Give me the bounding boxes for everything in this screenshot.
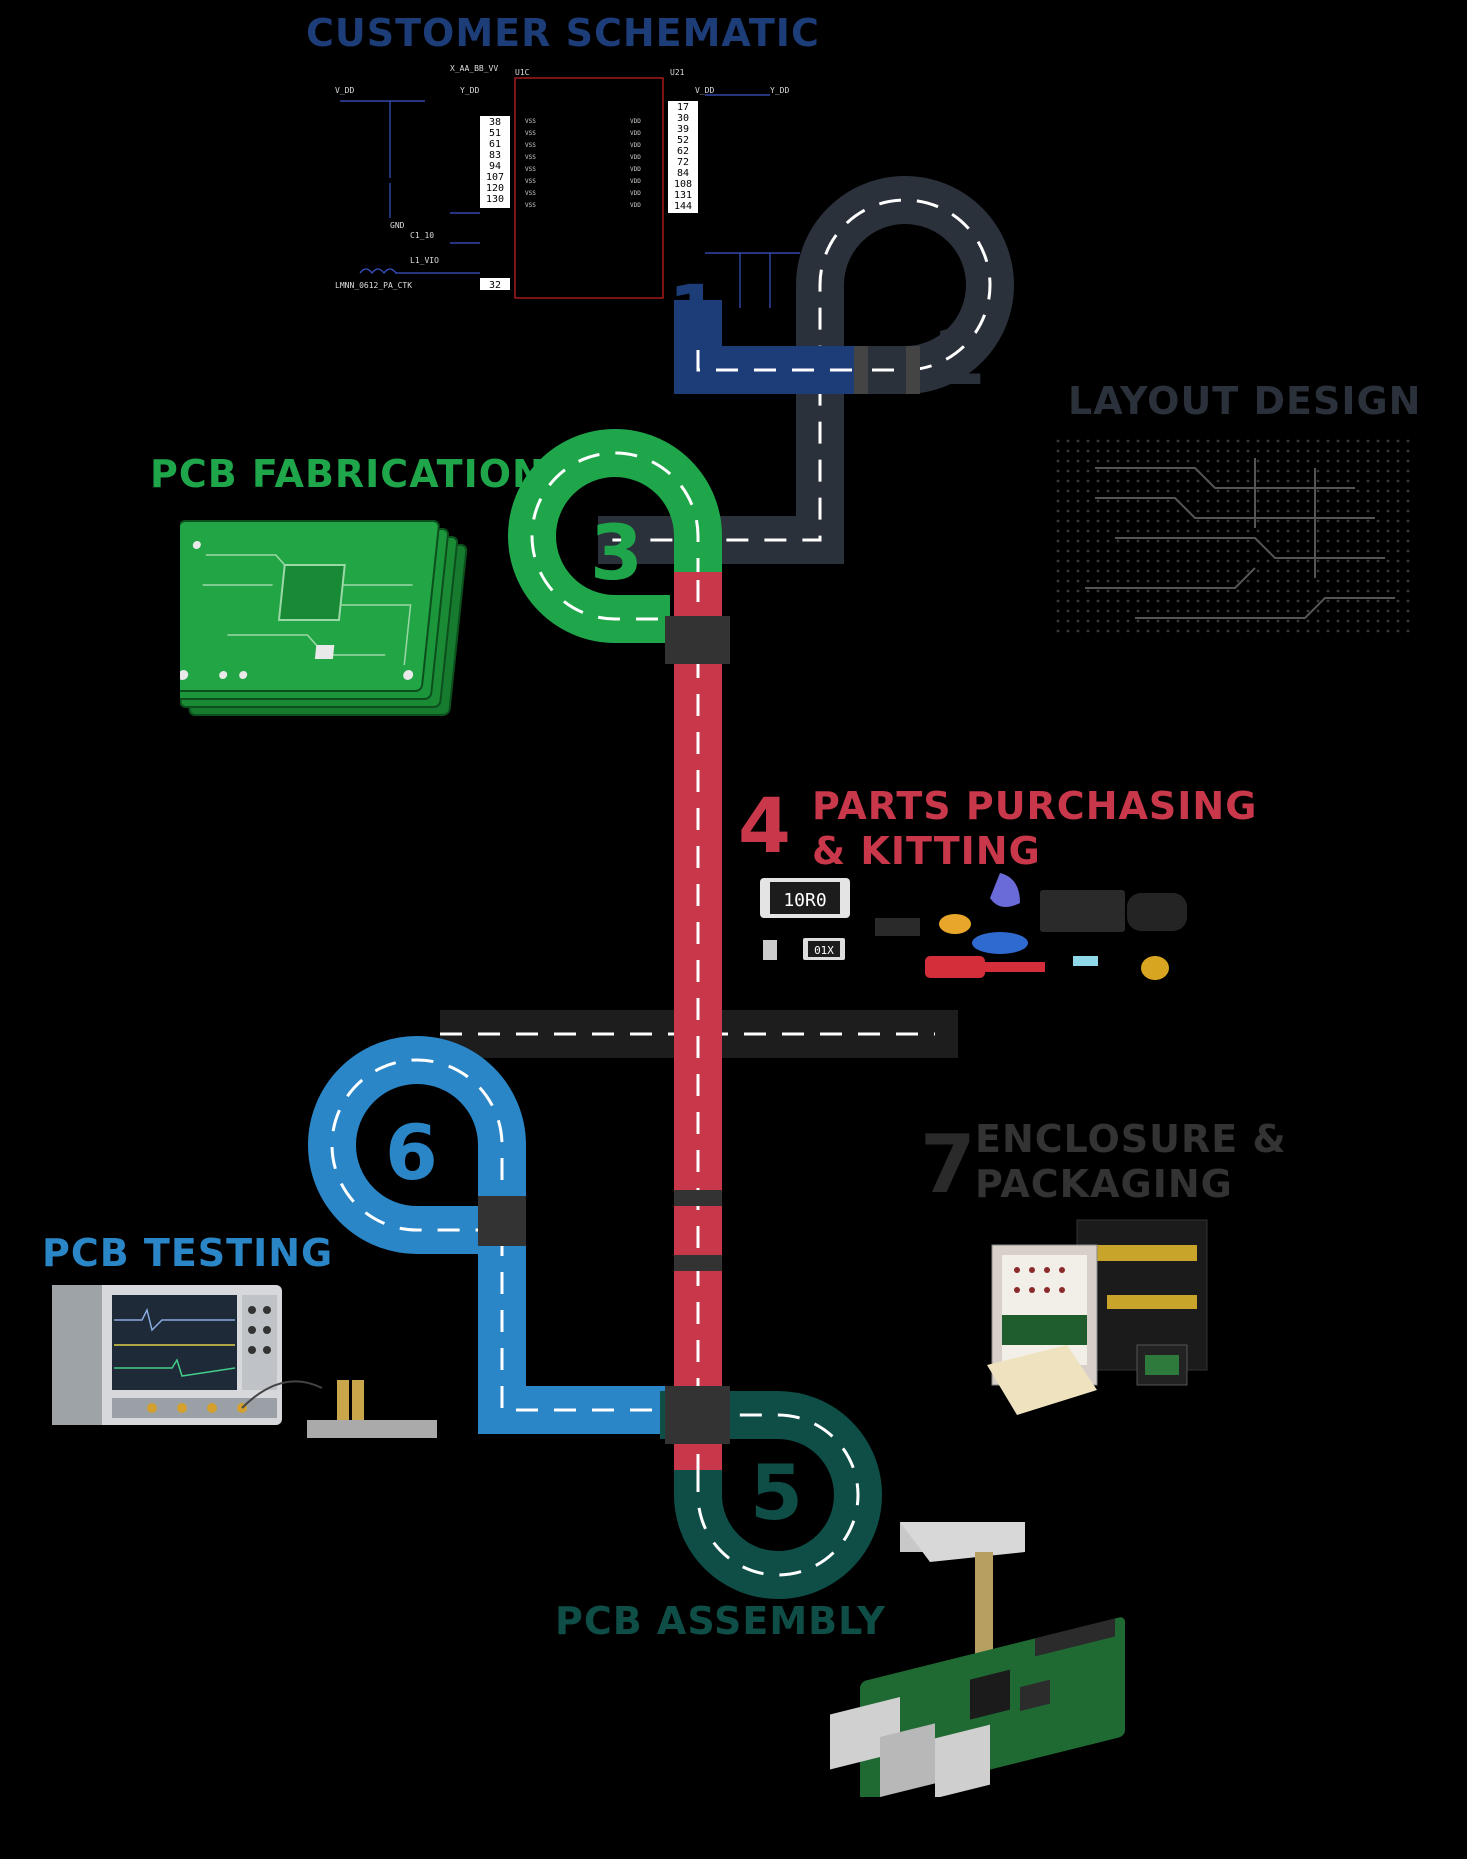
road-step1-dashes [696, 312, 860, 372]
schematic-pin: 17 [677, 102, 689, 113]
step3-title: PCB FABRICATION [150, 452, 545, 496]
svg-text:VSS: VSS [525, 166, 536, 173]
svg-text:VDD: VDD [630, 118, 641, 125]
step4-title-line1: PARTS PURCHASING [812, 784, 1258, 828]
schematic-pin: 61 [489, 139, 501, 150]
schematic-pin: 52 [677, 135, 689, 146]
svg-text:U1C: U1C [515, 68, 530, 77]
small-resistor-label: 01X [814, 944, 834, 957]
step2-title: LAYOUT DESIGN [1068, 379, 1422, 423]
svg-text:VDD: VDD [630, 142, 641, 149]
step7-title-line1: ENCLOSURE & [975, 1117, 1287, 1161]
svg-text:V_DD: V_DD [695, 86, 714, 95]
schematic-pin: 94 [489, 161, 501, 172]
step6-number: 6 [385, 1108, 438, 1197]
road-step6-dashes [330, 1058, 690, 1412]
schematic-pin: 108 [674, 179, 692, 190]
svg-text:VDD: VDD [630, 154, 641, 161]
assembled-board-image [830, 1522, 1125, 1797]
svg-text:VDD: VDD [630, 190, 641, 197]
schematic-pin: 51 [489, 128, 501, 139]
step5-number: 5 [750, 1448, 803, 1537]
svg-text:VSS: VSS [525, 142, 536, 149]
svg-text:X_AA_BB_VV: X_AA_BB_VV [450, 64, 498, 73]
step1-number: 1 [668, 268, 721, 357]
step6-title: PCB TESTING [42, 1231, 334, 1275]
schematic-pin: 107 [486, 172, 504, 183]
schematic-pin: 39 [677, 124, 689, 135]
step2-number: 2 [934, 313, 987, 402]
step7-number: 7 [920, 1118, 976, 1211]
step4-number: 4 [738, 781, 791, 870]
step5-title: PCB ASSEMBLY [555, 1599, 886, 1643]
oscilloscope-image [52, 1285, 437, 1438]
step7-title-line2: PACKAGING [975, 1162, 1233, 1206]
schematic-pin: 72 [677, 157, 689, 168]
svg-text:VDD: VDD [630, 178, 641, 185]
schematic-image: V_DD Y_DD V_DD Y_DD X_AA_BB_VV U1C U21 G… [335, 64, 800, 308]
schematic-pin: 62 [677, 146, 689, 157]
schematic-pin: 38 [489, 117, 501, 128]
svg-text:VDD: VDD [630, 130, 641, 137]
schematic-pin: 30 [677, 113, 689, 124]
step1-title: CUSTOMER SCHEMATIC [306, 11, 820, 55]
svg-text:VSS: VSS [525, 130, 536, 137]
step3-number: 3 [590, 508, 643, 597]
svg-text:VDD: VDD [630, 166, 641, 173]
svg-text:C1_10: C1_10 [410, 231, 434, 240]
svg-text:VDD: VDD [630, 202, 641, 209]
schematic-pin: 83 [489, 150, 501, 161]
components-image: 10R0 01X [760, 873, 1187, 980]
resistor-label: 10R0 [783, 890, 826, 911]
svg-text:Y_DD: Y_DD [460, 86, 479, 95]
svg-text:U21: U21 [670, 68, 685, 77]
pcb-layout-image [1055, 438, 1410, 638]
schematic-pin: 120 [486, 183, 504, 194]
svg-text:Y_DD: Y_DD [770, 86, 789, 95]
svg-text:VSS: VSS [525, 190, 536, 197]
pcb-boards-image [180, 520, 468, 716]
schematic-pin: 84 [677, 168, 689, 179]
schematic-pin: 130 [486, 194, 504, 205]
road-step3-dashes [530, 451, 700, 621]
svg-text:GND: GND [390, 221, 405, 230]
svg-text:LMNN_0612_PA_CTK: LMNN_0612_PA_CTK [335, 281, 412, 290]
schematic-pin: 32 [489, 280, 501, 291]
svg-text:VSS: VSS [525, 202, 536, 209]
svg-text:VSS: VSS [525, 178, 536, 185]
schematic-pin: 131 [674, 190, 692, 201]
step4-title-line2: & KITTING [812, 829, 1041, 873]
schematic-pin: 144 [674, 201, 692, 212]
road-step5-dashes [696, 1413, 860, 1577]
enclosure-boxes-image [987, 1219, 1208, 1415]
svg-text:V_DD: V_DD [335, 86, 354, 95]
svg-text:L1_VIO: L1_VIO [410, 256, 439, 265]
road-step2-dashes [598, 198, 992, 542]
svg-text:VSS: VSS [525, 118, 536, 125]
svg-text:VSS: VSS [525, 154, 536, 161]
